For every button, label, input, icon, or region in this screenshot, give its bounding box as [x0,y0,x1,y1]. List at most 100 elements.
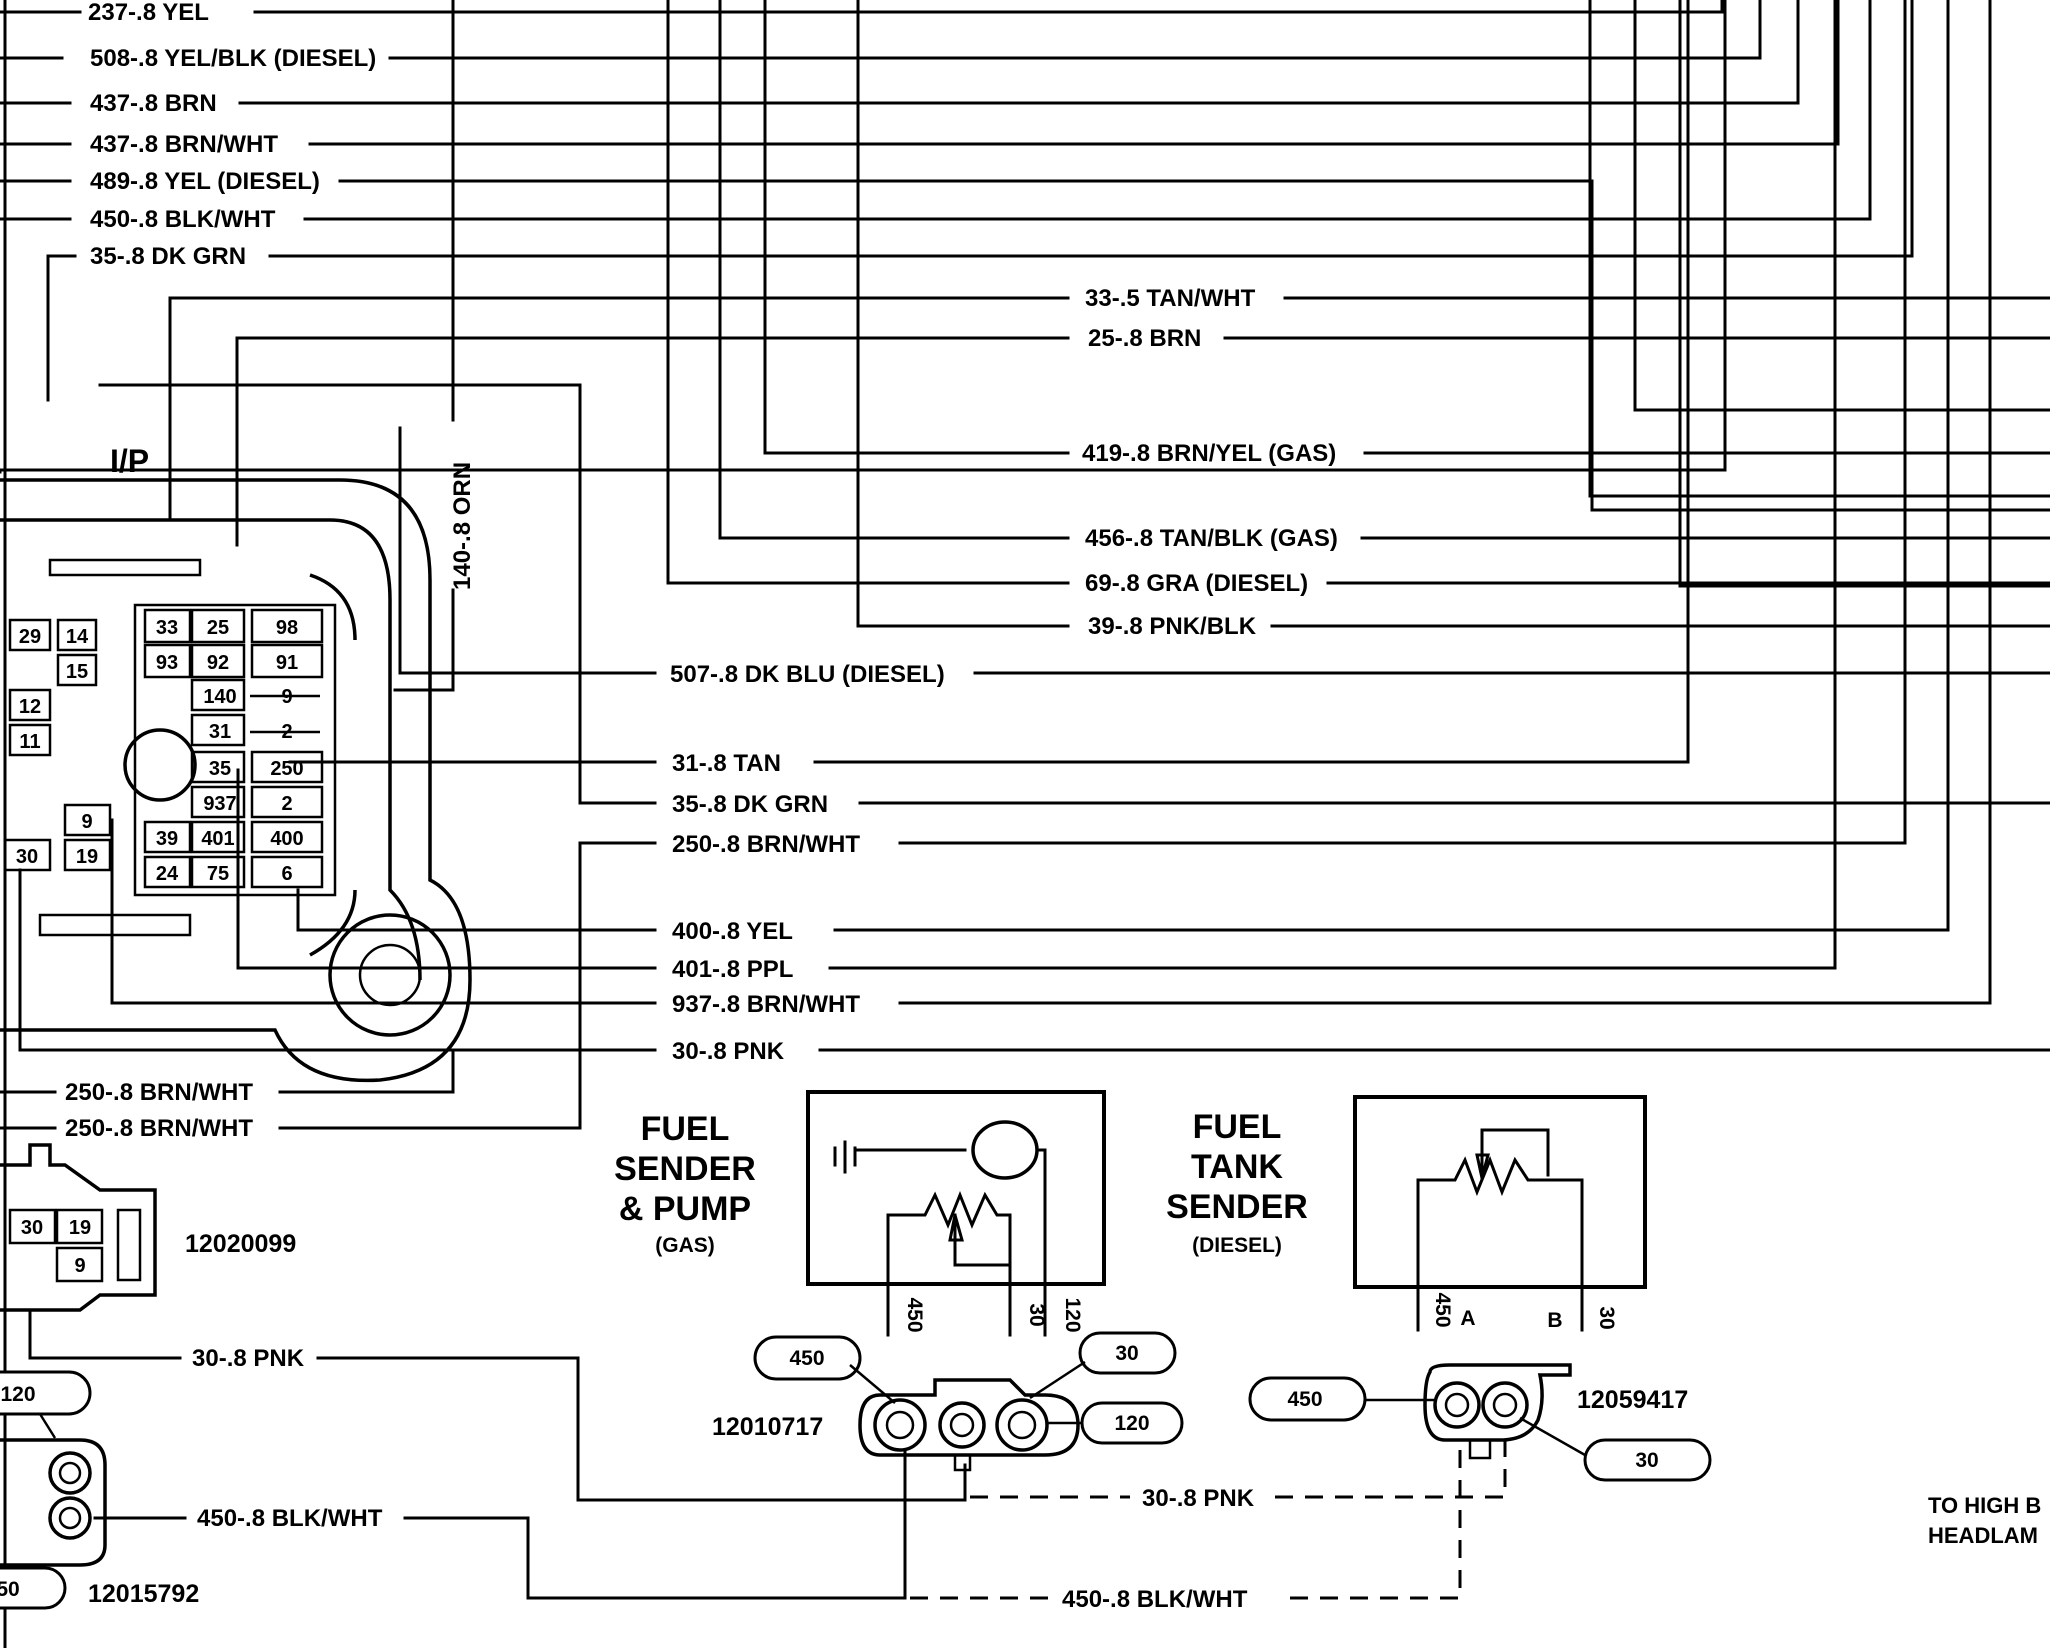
fuse-cell-33: 33 [156,617,178,639]
fuel-sender-pump-title-2: SENDER [614,1150,756,1188]
fuel-tank-sender-title-2: TANK [1191,1148,1283,1186]
wire-label-33-tan-wht: 33-.5 TAN/WHT [1085,285,1256,312]
fuse-cell-24: 24 [156,863,179,885]
right-wire-group [0,0,2050,1052]
connector-12015792-callout-50: 50 [0,1578,20,1601]
connector-12020099-part-number: 12020099 [185,1230,296,1258]
middle-wire-group [168,0,2050,628]
panel-cell-15: 15 [66,661,88,683]
ip-label: I/P [110,443,149,479]
connector-12020099: 30 19 9 12020099 [0,1143,296,1312]
fuse-cell-250: 250 [270,758,303,780]
fuel-tank-sender-title-1: FUEL [1193,1108,1282,1146]
dashed-wire-label-450-blk-wht: 450-.8 BLK/WHT [1062,1586,1248,1613]
fuel-tank-sender-pin-a: A [1460,1307,1475,1330]
panel-cell-12: 12 [19,696,41,718]
fuel-tank-sender-pin-30: 30 [1595,1306,1618,1329]
ip-panel: I/P [0,443,472,1083]
connector-12010717-callout-30: 30 [1115,1342,1138,1365]
wire-label-437-brn-wht: 437-.8 BRN/WHT [90,131,278,158]
connector-12015792-part-number: 12015792 [88,1580,199,1608]
fuel-sender-pump-pin-450: 450 [903,1297,926,1332]
footer-note-line-2: HEADLAM [1928,1523,2038,1548]
wire-label-35-dk-grn-top: 35-.8 DK GRN [90,243,246,270]
wire-label-69-gra: 69-.8 GRA (DIESEL) [1085,570,1308,597]
footer-note-line-1: TO HIGH B [1928,1493,2041,1518]
fuse-cell-75: 75 [207,863,229,885]
wire-label-250-brn-wht-lower-1: 250-.8 BRN/WHT [65,1079,253,1106]
wire-label-140-orn: 140-.8 ORN [449,462,476,590]
connector-12059417-callout-450: 450 [1287,1388,1322,1411]
wire-label-400-yel: 400-.8 YEL [672,918,793,945]
fuse-cell-401: 401 [201,828,234,850]
fuse-cell-937: 937 [203,793,236,815]
wire-label-39-pnk-blk: 39-.8 PNK/BLK [1088,613,1257,640]
fuse-cell-35: 35 [209,758,231,780]
wire-label-437-brn: 437-.8 BRN [90,90,217,117]
wire-label-450-blk-wht-bottom: 450-.8 BLK/WHT [197,1505,383,1532]
wire-label-250-brn-wht: 250-.8 BRN/WHT [672,831,860,858]
panel-cell-30: 30 [16,846,38,868]
fuel-sender-pump: FUEL SENDER & PUMP (GAS) 450 30 120 [614,1090,1106,1337]
fuse-cell-98: 98 [276,617,298,639]
fuse-cell-25: 25 [207,617,229,639]
fuse-cell-31: 31 [209,721,231,743]
wire-label-30-pnk-bottom: 30-.8 PNK [192,1345,305,1372]
wire-label-507-dk-blu: 507-.8 DK BLU (DIESEL) [670,661,945,688]
connector-12020099-cavity-19: 19 [69,1217,91,1239]
fuse-cell-6: 6 [281,863,292,885]
fuel-sender-pump-subtitle: (GAS) [655,1234,715,1257]
wire-label-937-brn-wht: 937-.8 BRN/WHT [672,991,860,1018]
fuse-cell-39: 39 [156,828,178,850]
wire-label-401-ppl: 401-.8 PPL [672,956,793,983]
connector-12059417-part-number: 12059417 [1577,1386,1688,1414]
fuel-sender-pump-pin-30: 30 [1025,1303,1048,1326]
panel-cell-29: 29 [19,626,41,648]
top-wire-group [0,0,2050,512]
panel-cell-11: 11 [19,731,40,753]
connector-12059417-callout-30: 30 [1635,1449,1658,1472]
connector-12015792-callout-120: 120 [0,1383,35,1406]
panel-cell-14: 14 [66,626,89,648]
connector-12059417: 12059417 450 30 [1248,1363,1712,1482]
fuel-tank-sender-pin-b: B [1547,1309,1562,1332]
panel-cell-9: 9 [81,811,92,833]
wire-label-419-brn-yel: 419-.8 BRN/YEL (GAS) [1082,440,1336,467]
wire-label-450-blk-wht: 450-.8 BLK/WHT [90,206,276,233]
wire-label-25-brn: 25-.8 BRN [1088,325,1201,352]
wire-label-237-yel: 237-.8 YEL [88,0,209,26]
fuel-tank-sender-pin-450: 450 [1431,1292,1454,1327]
dashed-wire-label-30-pnk: 30-.8 PNK [1142,1485,1255,1512]
fuel-tank-sender: FUEL TANK SENDER (DIESEL) 450 A B 30 [1166,1095,1647,1332]
wire-label-508-yel-blk: 508-.8 YEL/BLK (DIESEL) [90,45,376,72]
fuel-sender-pump-title-1: FUEL [641,1110,730,1148]
fuse-cell-140: 140 [203,686,236,708]
fuel-tank-sender-title-3: SENDER [1166,1188,1308,1226]
connector-12010717-callout-120: 120 [1114,1412,1149,1435]
connector-12010717-callout-450: 450 [789,1347,824,1370]
middle-wire-labels: 33-.5 TAN/WHT 25-.8 BRN 419-.8 BRN/YEL (… [1082,285,1338,640]
wire-label-250-brn-wht-lower-2: 250-.8 BRN/WHT [65,1115,253,1142]
connector-12020099-cavity-9: 9 [74,1255,85,1277]
right-wire-labels: 507-.8 DK BLU (DIESEL) 31-.8 TAN 35-.8 D… [670,661,945,1065]
wire-label-489-yel: 489-.8 YEL (DIESEL) [90,168,320,195]
fuse-cell-2b: 2 [281,793,292,815]
fuse-block: 33 25 98 93 92 91 140 9 31 2 35 250 937 … [133,603,337,897]
connector-12010717-part-number: 12010717 [712,1413,823,1441]
connector-12010717: 12010717 450 30 120 [712,1331,1184,1472]
fuse-cell-91: 91 [276,652,298,674]
fuel-sender-pump-title-3: & PUMP [619,1190,751,1228]
fuse-cell-92: 92 [207,652,229,674]
fuse-cell-93: 93 [156,652,178,674]
fuel-tank-sender-subtitle: (DIESEL) [1192,1234,1282,1257]
panel-cell-19: 19 [76,846,98,868]
wire-label-31-tan: 31-.8 TAN [672,750,781,777]
fuse-panel-left-cells: 29 14 15 12 11 9 30 19 [3,618,112,872]
fuse-cell-400: 400 [270,828,303,850]
wire-label-30-pnk: 30-.8 PNK [672,1038,785,1065]
connector-12015792: 120 50 12015792 [0,1370,199,1610]
wire-label-35-dk-grn: 35-.8 DK GRN [672,791,828,818]
fuel-sender-pump-pin-120: 120 [1061,1297,1084,1332]
connector-12020099-cavity-30: 30 [21,1217,43,1239]
